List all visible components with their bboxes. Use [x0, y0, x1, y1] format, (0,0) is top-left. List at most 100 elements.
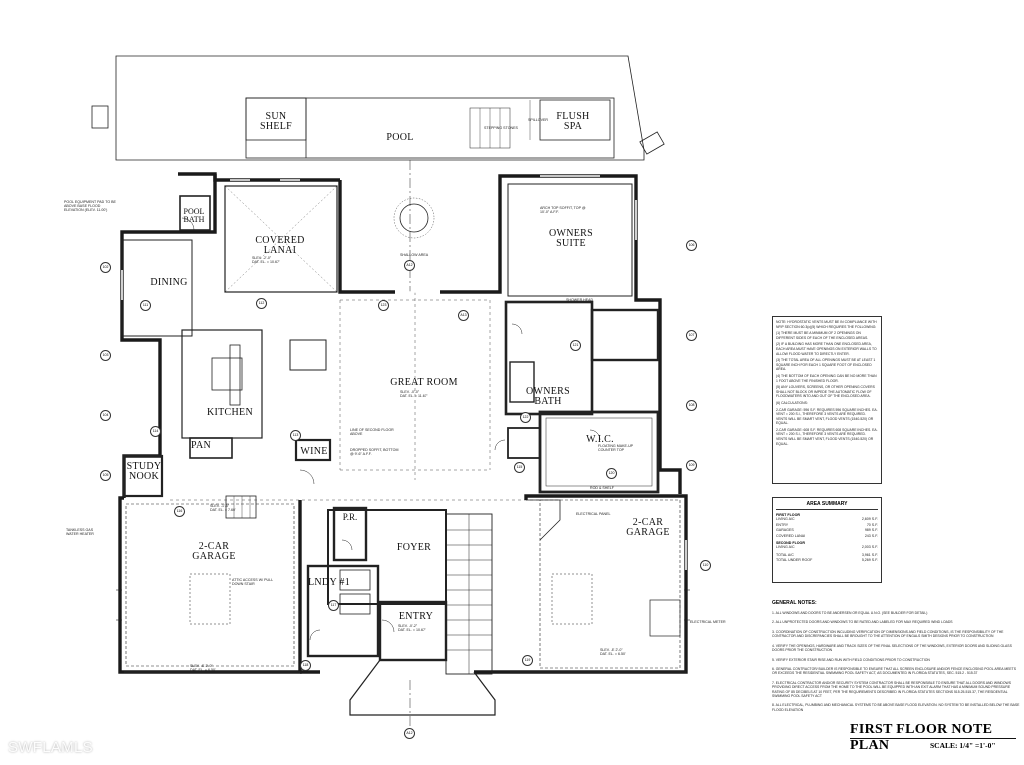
detail-tag: 123	[378, 300, 389, 311]
section-tag: A13	[458, 310, 469, 321]
room-label-study-nook: STUDY NOOK	[126, 461, 162, 482]
note-shower-head: SHOWER HEAD	[566, 298, 594, 302]
room-label-pool-bath: POOL BATH	[183, 207, 205, 224]
note-spillover: SPILLOVER	[528, 118, 548, 122]
note-owners-arch: ARCH TOP SOFFIT, TOP @ 10'-0" A.F.F.	[540, 206, 586, 215]
hydrostatic-note: (3) THE TOTAL AREA OF ALL OPENINGS MUST …	[776, 358, 876, 372]
detail-tag: 112	[256, 298, 267, 309]
room-label-owners-suite: OWNERS SUITE	[548, 228, 594, 249]
general-note: 8. ALL ELECTRICAL, PLUMBING AND MECHANIC…	[772, 703, 1020, 712]
room-label-pan: PAN	[191, 440, 211, 451]
general-note: 6. GENERAL CONTRACTOR/ BUILDER IS RESPON…	[772, 666, 1016, 676]
hydrostatic-note: (1) THERE MUST BE A MINIMUM OF 2 OPENING…	[776, 331, 869, 340]
general-note: 1. ALL WINDOWS AND DOORS TO BE ANDERSEN …	[772, 611, 928, 615]
note-shallow-area: SHALLOW AREA	[400, 253, 429, 257]
detail-tag: 121	[570, 340, 581, 351]
room-label-foyer: FOYER	[396, 542, 432, 553]
room-label-garage-left: 2-CAR GARAGE	[192, 541, 236, 562]
room-label-powder-room: P.R.	[342, 512, 358, 522]
hydrostatic-note: (2) IF A BUILDING HAS MORE THAN ONE ENCL…	[776, 342, 877, 356]
hydrostatic-note: NOTE: HYDROSTATIC VENTS MUST BE IN COMPL…	[776, 320, 877, 329]
second-floor-heading: SECOND FLOOR	[776, 541, 805, 546]
detail-tag: 122	[520, 412, 531, 423]
note-attic-access-left: ATTIC ACCESS W/ PULL DOWN STAIR	[232, 578, 274, 587]
hydrostatic-note: (4) THE BOTTOM OF EACH OPENING CAN BE NO…	[776, 373, 877, 383]
general-note: 3. COORDINATION OF CONSTRUCTION INCLUDIN…	[772, 629, 1004, 639]
room-label-dining: DINING	[150, 277, 188, 288]
detail-tag: 119	[522, 655, 533, 666]
room-label-wic: W.I.C.	[586, 434, 614, 445]
room-label-entry: ENTRY	[398, 611, 434, 622]
detail-tag: 116	[174, 506, 185, 517]
general-notes-title: GENERAL NOTES:	[772, 600, 817, 606]
note-floating-makeup: FLOATING MAKE-UP COUNTER TOP	[598, 444, 634, 453]
title-underline	[850, 738, 1016, 739]
detail-tag: 104	[100, 410, 111, 421]
hydrostatic-note: 2-CAR GARAGE: 608 S.F. REQUIRES 608 SQUA…	[776, 427, 878, 446]
note-electrical-meter: ELECTRICAL METER	[690, 620, 726, 624]
hydrostatic-note: 2-CAR GARAGE: 596 S.F. REQUIRES 596 SQUA…	[776, 407, 878, 426]
room-label-wine: WINE	[300, 446, 328, 457]
detail-tag: 102	[100, 262, 111, 273]
pool-deck-outline	[115, 55, 645, 161]
detail-tag: 115	[514, 462, 525, 473]
detail-tag: 106	[686, 240, 697, 251]
room-label-laundry: LNDY #1	[308, 577, 351, 588]
hydrostatic-note: (6) CALCULATIONS:	[776, 400, 808, 405]
general-note: 2. ALL UNPROTECTED DOORS AND WINDOWS TO …	[772, 620, 953, 625]
note-lanai-elevation: SLEV. -2'-0" DAT. EL. = 10.67'	[252, 256, 280, 265]
watermark-logo: SWFLAMLS	[8, 739, 93, 756]
detail-tag: 108	[686, 400, 697, 411]
room-label-great-room: GREAT ROOM	[390, 377, 458, 388]
detail-tag: 110	[700, 560, 711, 571]
hydrostatic-notes-box: NOTE: HYDROSTATIC VENTS MUST BE IN COMPL…	[772, 316, 882, 484]
detail-tag: 120	[606, 468, 617, 479]
detail-tag: 117	[328, 600, 339, 611]
note-gas-water-heater: TANKLESS GAS WATER HEATER	[66, 528, 94, 537]
plan-title: FIRST FLOOR NOTE PLAN	[850, 722, 993, 753]
note-garage-right-bottom: SLEV. -E 2'-0" DAT. EL. = 6.50'	[600, 648, 626, 657]
general-note: 5. VERIFY EXTERIOR STAIR RISE AND RUN WI…	[772, 657, 930, 662]
note-wine-closet: DROPPED SOFFIT, BOTTOM @ 9'-6" A.F.F.	[350, 448, 399, 457]
room-label-sun-shelf: SUN SHELF	[259, 111, 293, 132]
note-entry-elevation: SLEV. -0'-2" DAT. EL. = 10.67'	[398, 624, 426, 633]
room-label-kitchen: KITCHEN	[207, 407, 253, 418]
hydrostatic-note: (5) ANY LOUVERS, SCREENS, OR OTHER OPENI…	[776, 385, 875, 399]
detail-tag: 103	[100, 350, 111, 361]
note-pool-equipment: POOL EQUIPMENT PAD TO BE ABOVE BASE FLOO…	[64, 200, 116, 213]
note-electrical-panel: ELECTRICAL PANEL	[576, 512, 611, 516]
detail-tag: 109	[686, 460, 697, 471]
general-notes: GENERAL NOTES: 1. ALL WINDOWS AND DOORS …	[772, 600, 1022, 717]
flush-spa-outline	[539, 99, 611, 141]
general-note: 4. VERIFY THE OPENINGS, HARDWARE AND TRA…	[772, 643, 1012, 653]
room-label-owners-bath: OWNERS BATH	[525, 386, 571, 407]
note-stepping-stones: STEPPING STONES	[484, 126, 518, 130]
detail-tag: 113	[290, 430, 301, 441]
general-note: 7. ELECTRICAL CONTRACTOR AND/OR SECURITY…	[772, 680, 1011, 699]
note-second-floor-line: LINE OF SECOND FLOOR ABOVE	[350, 428, 394, 437]
section-tag: A12	[404, 260, 415, 271]
detail-tag: 118	[300, 660, 311, 671]
detail-tag: 111	[140, 300, 151, 311]
section-tag: A12	[404, 728, 415, 739]
detail-tag: 105	[100, 470, 111, 481]
room-label-flush-spa: FLUSH SPA	[556, 111, 590, 132]
room-label-covered-lanai: COVERED LANAI	[255, 235, 305, 256]
note-garage-left-elevation: SLEV. -1'-6" DAT. EL. = 7.60'	[210, 504, 236, 513]
note-garage-left-bottom: SLEV. -E 2'-0" DAT. EL. = 6.50'	[190, 664, 216, 673]
room-label-garage-right: 2-CAR GARAGE	[626, 517, 670, 538]
plan-scale: SCALE: 1/4" =1'-0"	[930, 741, 996, 750]
detail-tag: 114	[150, 426, 161, 437]
note-rod-shelf: ROD & SHELF	[590, 486, 614, 490]
area-summary-title: AREA SUMMARY	[776, 501, 878, 510]
detail-tag: 107	[686, 330, 697, 341]
